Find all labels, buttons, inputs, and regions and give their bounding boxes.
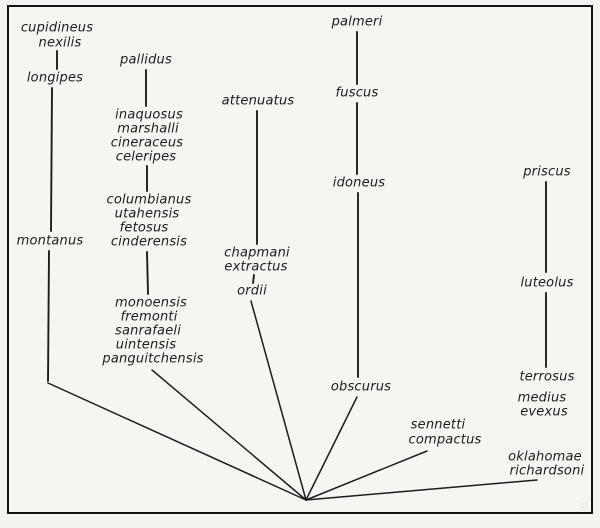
corner-mark: ⸬ bbox=[582, 503, 587, 510]
taxon-extractus: extractus bbox=[224, 259, 288, 275]
taxon-marshalli: marshalli bbox=[117, 121, 179, 137]
taxon-fremonti: fremonti bbox=[120, 309, 178, 325]
taxon-longipes: longipes bbox=[26, 70, 84, 86]
taxon-sennetti: sennetti bbox=[410, 417, 466, 433]
taxon-sanrafaeli: sanrafaeli bbox=[114, 323, 182, 339]
taxon-ordii: ordii bbox=[237, 283, 267, 299]
taxon-montanus: montanus bbox=[16, 233, 84, 249]
taxon-chapmani: chapmani bbox=[224, 245, 290, 261]
taxon-richardsoni: richardsoni bbox=[509, 463, 585, 479]
taxon-utahensis: utahensis bbox=[114, 206, 180, 222]
taxon-nexilis: nexilis bbox=[38, 35, 82, 51]
taxon-panguitchensis: panguitchensis bbox=[102, 351, 204, 367]
taxon-oklahomae: oklahomae bbox=[508, 449, 582, 465]
taxon-cinderensis: cinderensis bbox=[110, 234, 188, 250]
taxon-palmeri: palmeri bbox=[331, 14, 383, 30]
taxon-evexus: evexus bbox=[520, 404, 568, 420]
taxon-pallidus: pallidus bbox=[120, 52, 172, 68]
taxon-uintensis: uintensis bbox=[115, 337, 177, 353]
taxon-idoneus: idoneus bbox=[332, 175, 386, 191]
taxon-attenuatus: attenuatus bbox=[221, 93, 295, 109]
taxon-celeripes: celeripes bbox=[115, 149, 177, 165]
taxon-terrosus: terrosus bbox=[519, 369, 575, 385]
taxon-fuscus: fuscus bbox=[335, 85, 379, 101]
taxon-priscus: priscus bbox=[523, 164, 571, 180]
taxon-columbianus: columbianus bbox=[106, 192, 192, 208]
taxon-medius: medius bbox=[517, 390, 567, 406]
taxon-monoensis: monoensis bbox=[114, 295, 188, 311]
taxon-inaquosus: inaquosus bbox=[115, 107, 183, 123]
taxon-luteolus: luteolus bbox=[520, 275, 574, 291]
taxon-compactus: compactus bbox=[408, 432, 482, 448]
taxon-cineraceus: cineraceus bbox=[110, 135, 184, 151]
taxon-obscurus: obscurus bbox=[330, 379, 392, 395]
taxon-cupidineus: cupidineus bbox=[20, 20, 94, 36]
taxon-fetosus: fetosus bbox=[119, 220, 169, 236]
